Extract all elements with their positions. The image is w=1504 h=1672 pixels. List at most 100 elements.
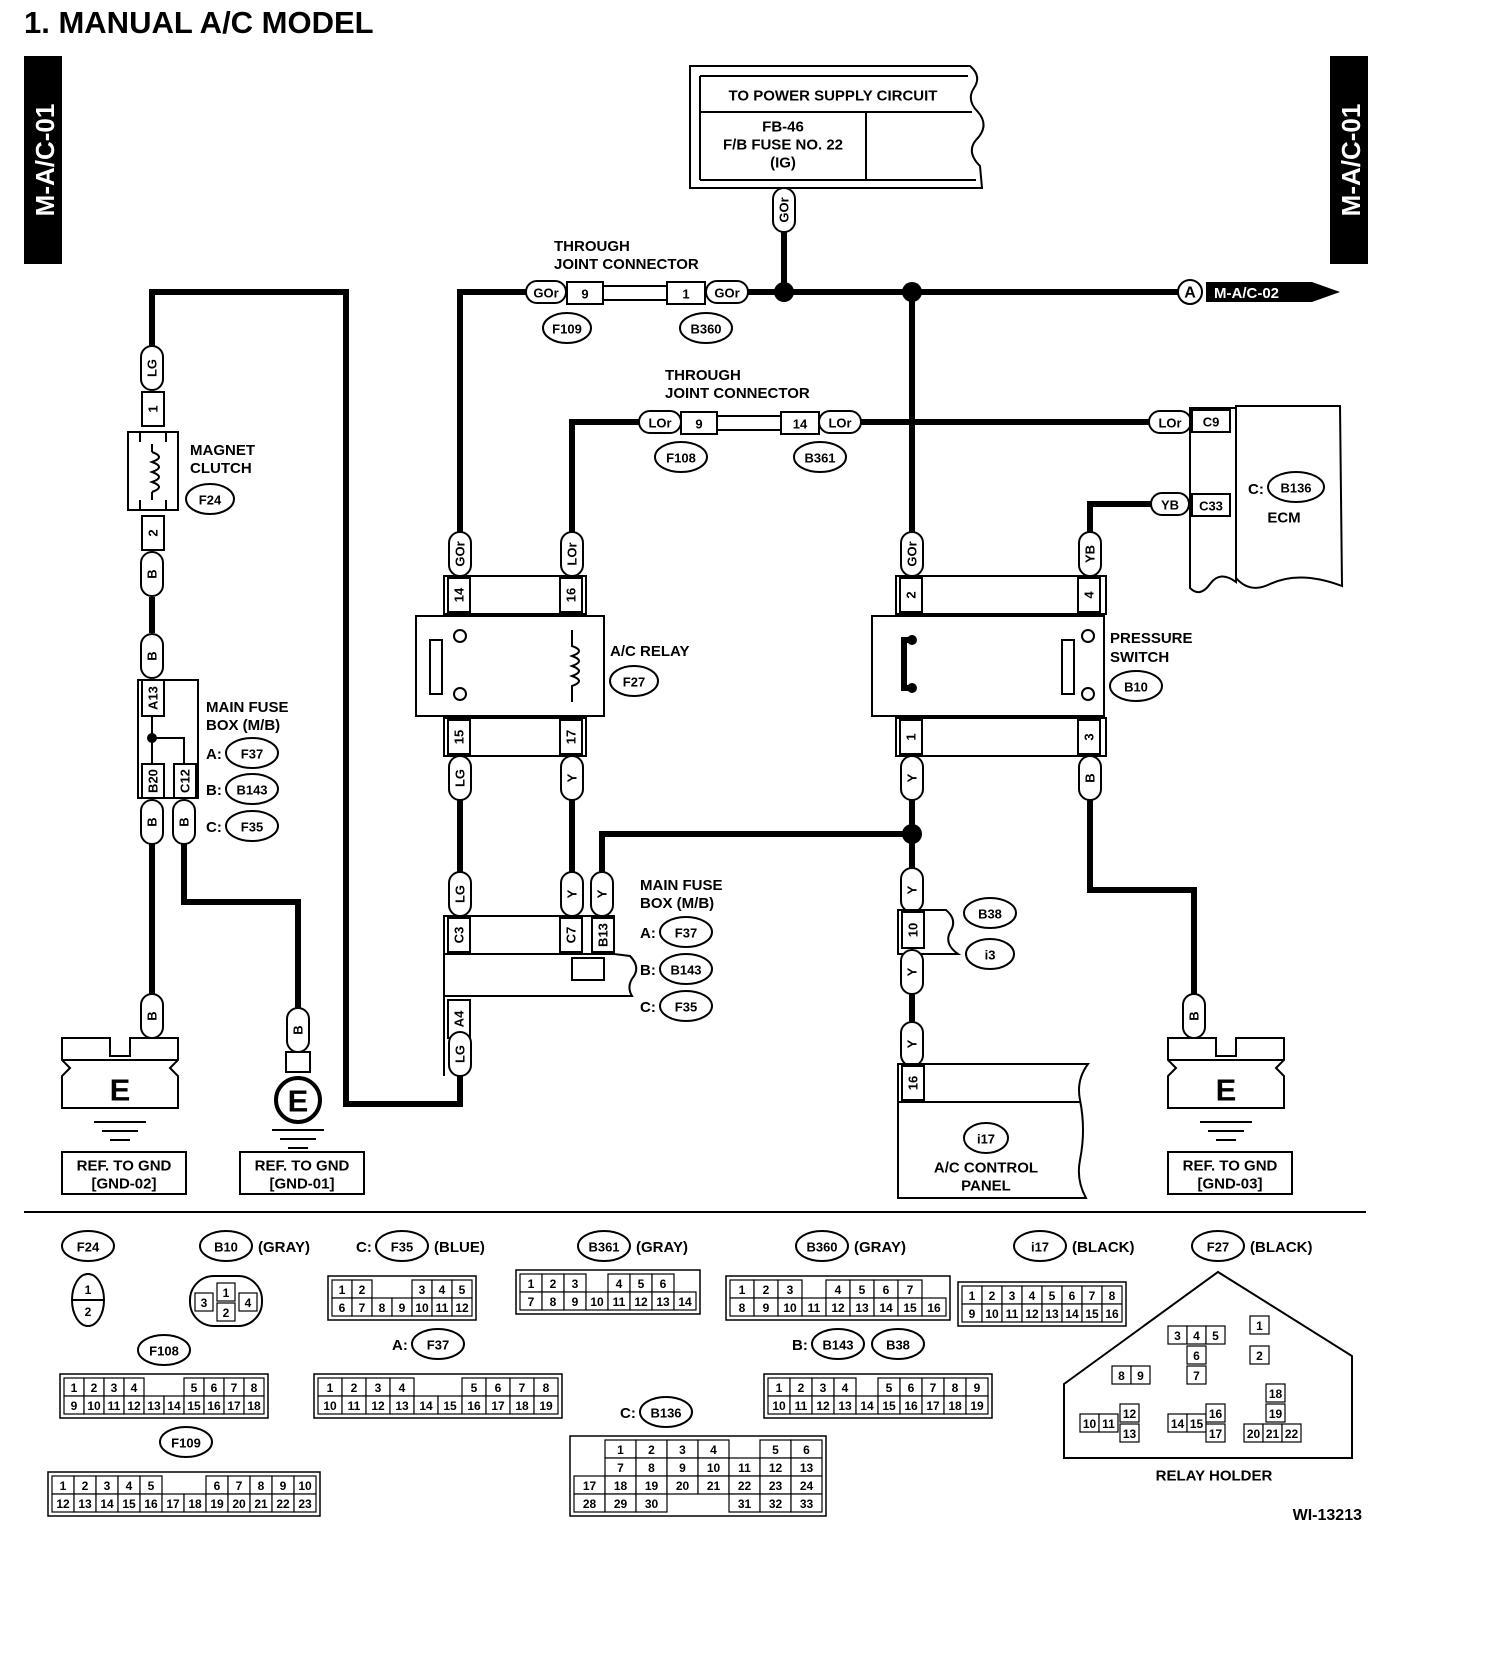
legend-f37-pin: 8: [543, 1381, 550, 1395]
wire-color-lor-relay-label: LOr: [565, 542, 580, 565]
legend-b361-pin: 10: [590, 1295, 604, 1309]
relay-holder-pin: 6: [1193, 1349, 1200, 1363]
legend-b143-pin: 4: [842, 1381, 849, 1395]
legend-connector-badge: [1013, 1230, 1067, 1262]
pin-c7: [559, 917, 583, 953]
relay-holder-pin: 4: [1193, 1329, 1200, 1343]
legend-f109-pin: 2: [82, 1479, 89, 1493]
legend-b136-outline: [569, 1435, 827, 1517]
pin-ecm-c9-number: C9: [1203, 415, 1220, 430]
legend-f37-pin: 7: [519, 1381, 526, 1395]
wire-color-y-b13-label: Y: [595, 889, 610, 898]
legend-i17-pin: 9: [969, 1307, 976, 1321]
pin-ecm-c9: [1191, 409, 1231, 433]
legend-prefix: C:: [620, 1405, 636, 1422]
legend-f109-pin: 8: [258, 1479, 265, 1493]
legend-b10-pin: 4: [245, 1296, 252, 1310]
joint-link-1: [602, 285, 668, 301]
side-tab-left-label: M-A/C-01: [30, 104, 60, 217]
legend-b143-pin: 6: [908, 1381, 915, 1395]
legend-b136-pin: 4: [710, 1443, 717, 1457]
relay-holder-pin: 14: [1171, 1417, 1185, 1431]
legend-connector-badge: [1191, 1230, 1245, 1262]
legend-b361-pin: 7: [528, 1295, 535, 1309]
legend-b143-cell: [965, 1395, 989, 1415]
legend-f35-pin: 11: [436, 1301, 449, 1315]
connector-f108-code: F108: [666, 451, 696, 466]
pin-switch-1-number: 1: [904, 733, 919, 740]
legend-f109-pin: 3: [104, 1479, 111, 1493]
relay-holder-label: RELAY HOLDER: [1156, 1468, 1273, 1485]
legend-b143-pin: 8: [952, 1381, 959, 1395]
main-fuse-box-center-fuse: [571, 957, 605, 981]
legend-f108-pin: 10: [87, 1399, 101, 1413]
legend-b361-pin: 13: [656, 1295, 670, 1309]
pin-b38-10: [901, 911, 925, 949]
fuse-line-1: FB-46: [762, 119, 804, 136]
legend-f108-pin: 18: [247, 1399, 261, 1413]
fuse-ref-left-code: F37: [241, 747, 263, 762]
legend-b136-pin: 30: [645, 1497, 659, 1511]
wire-color-lor-b361: [818, 410, 862, 434]
legend-connector-code: B360: [806, 1240, 837, 1255]
legend-b360-pin: 2: [763, 1283, 770, 1297]
legend-connector-badge: [577, 1230, 631, 1262]
legend-b136-pin: 10: [707, 1461, 721, 1475]
continuation-letter: A: [1184, 285, 1196, 302]
connector-f108-badge: [654, 441, 708, 473]
connector-b136-badge: [1267, 471, 1325, 503]
legend-b136-cell: [790, 1493, 823, 1513]
wire-color-lor-b361-label: LOr: [828, 416, 851, 431]
legend-connector-code: B38: [886, 1338, 910, 1353]
pin-switch-3-number: 3: [1082, 733, 1097, 740]
power-supply-box: [689, 65, 985, 189]
pin-switch-3: [1077, 719, 1101, 755]
joint-connector-2-label2: JOINT CONNECTOR: [665, 385, 810, 402]
legend-f108-pin: 1: [71, 1381, 78, 1395]
legend-b360-pin: 13: [855, 1301, 869, 1315]
legend-b10-cell: [194, 1292, 214, 1312]
wire-color-yb-switch-label: YB: [1083, 545, 1098, 563]
legend-b143-pin: 14: [860, 1399, 874, 1413]
fuse-ref-prefix-left: B:: [206, 782, 222, 799]
ground-gnd02-ref-2: [GND-02]: [91, 1176, 156, 1193]
legend-f37-pin: 3: [375, 1381, 382, 1395]
wire-color-b-clutch: [140, 551, 164, 597]
wire-color-y-i3-label: Y: [905, 967, 920, 976]
relay-holder-pin: 20: [1247, 1427, 1261, 1441]
fuse-ref-center-code: B143: [670, 963, 701, 978]
wire-color-gor-b360-label: GOr: [714, 286, 739, 301]
ac-control-panel-label-1: A/C CONTROL: [934, 1160, 1038, 1177]
relay-holder-pin: 21: [1266, 1427, 1280, 1441]
legend-f109-pin: 20: [232, 1497, 246, 1511]
legend-connector-code: i17: [1031, 1240, 1049, 1255]
legend-f109-pin: 17: [166, 1497, 180, 1511]
magnet-clutch-label-1: MAGNET: [190, 442, 255, 459]
pin-a13-number: A13: [146, 686, 161, 710]
pin-f109-9-number: 9: [581, 287, 588, 302]
legend-f37-pin: 15: [443, 1399, 457, 1413]
pressure-switch-top-strip: [895, 575, 1107, 615]
fuse-ref-prefix-center: C:: [640, 999, 656, 1016]
wire-color-gor-supply: [772, 187, 796, 233]
pin-relay-17: [559, 719, 583, 755]
legend-f37-pin: 17: [491, 1399, 505, 1413]
legend-i17-pin: 11: [1006, 1307, 1019, 1321]
junction-dot-gor: [902, 282, 922, 302]
relay-holder-pin: 11: [1102, 1417, 1115, 1431]
pin-ecm-c33-number: C33: [1199, 499, 1223, 514]
relay-holder-pin: 10: [1083, 1417, 1097, 1431]
legend-i17-pin: 10: [985, 1307, 999, 1321]
ground-gnd03-symbol: E: [1216, 1073, 1237, 1108]
pin-clutch-1: [141, 391, 165, 427]
legend-i17-pin: 6: [1069, 1289, 1076, 1303]
legend-connector-badge: [811, 1328, 865, 1360]
legend-f35-pin: 5: [459, 1283, 466, 1297]
ground-gnd01-ref-2: [GND-01]: [269, 1176, 334, 1193]
relay-holder-cell: [1281, 1423, 1302, 1443]
legend-i17-pin: 7: [1089, 1289, 1096, 1303]
ac-relay-switch-icon: [429, 639, 443, 695]
legend-b136-pin: 21: [707, 1479, 721, 1493]
legend-i17-pin: 5: [1049, 1289, 1056, 1303]
